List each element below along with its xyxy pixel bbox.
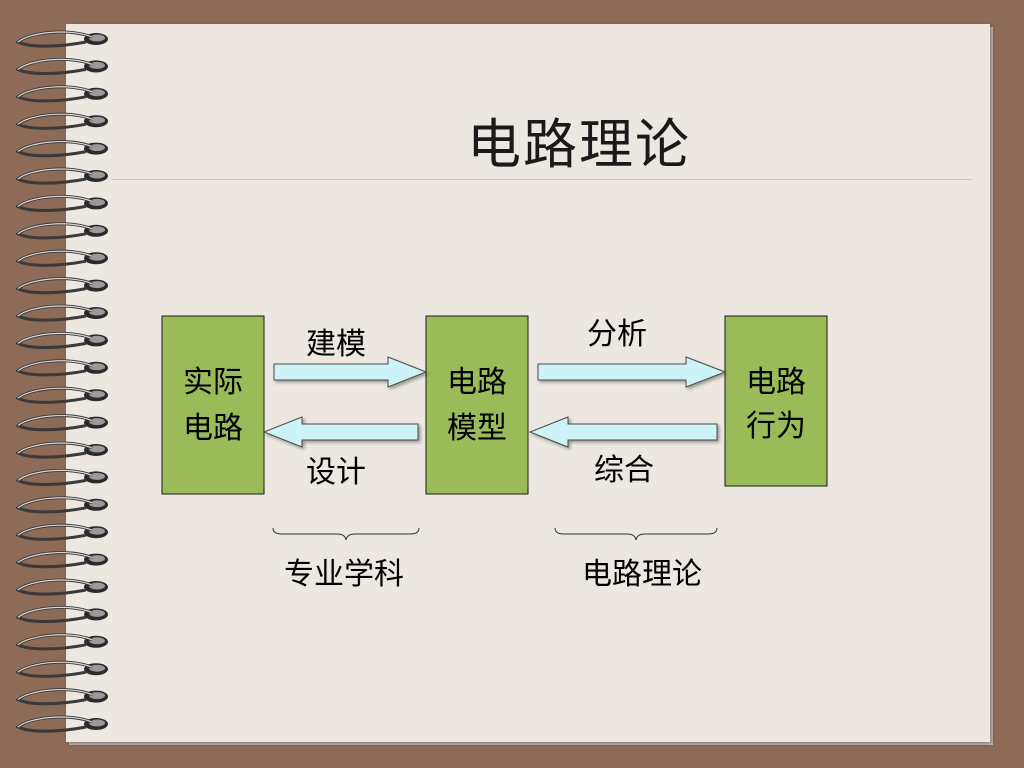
spiral-binding [15, 30, 108, 733]
arrow-analysis [537, 356, 727, 388]
spiral-ring [15, 578, 108, 596]
box-real-circuit-line2: 电路 [183, 411, 243, 446]
spiral-ring [15, 715, 108, 733]
box-real-circuit-line1: 实际 [183, 365, 243, 400]
spiral-ring [15, 523, 108, 541]
spiral-ring [15, 331, 108, 350]
spiral-ring [15, 441, 108, 459]
spiral-ring [15, 605, 108, 624]
spiral-ring [15, 249, 108, 267]
box-real-circuit: 实际 电路 [161, 315, 265, 495]
box-circuit-behavior-line1: 电路 [746, 365, 806, 400]
spiral-ring [15, 551, 108, 569]
spiral-ring [15, 57, 108, 76]
spiral-ring [15, 194, 108, 213]
brace-circuit-theory [554, 527, 718, 541]
label-design: 设计 [306, 455, 366, 490]
spiral-ring [15, 633, 108, 651]
spiral-ring [15, 277, 108, 295]
title-divider [112, 179, 972, 180]
label-analysis: 分析 [587, 317, 647, 352]
arrow-modeling [273, 356, 428, 388]
brace-professional [272, 527, 420, 541]
spiral-ring [15, 85, 108, 103]
box-circuit-model-line1: 电路 [447, 365, 507, 400]
box-circuit-behavior: 电路 行为 [724, 315, 828, 487]
arrow-synthesis [528, 416, 718, 448]
box-circuit-model: 电路 模型 [425, 315, 529, 495]
label-professional: 专业学科 [284, 557, 404, 592]
spiral-ring [15, 112, 108, 130]
box-circuit-model-line2: 模型 [447, 411, 507, 446]
spiral-ring [15, 688, 108, 706]
spiral-ring [15, 359, 108, 377]
spiral-ring [15, 30, 108, 48]
spiral-ring [15, 468, 108, 487]
spiral-ring [15, 304, 108, 322]
spiral-ring [15, 386, 108, 404]
label-modeling: 建模 [306, 327, 366, 362]
spiral-ring [15, 167, 108, 185]
label-circuit-theory: 电路理论 [582, 557, 702, 592]
spiral-ring [15, 660, 108, 678]
spiral-ring [15, 414, 108, 432]
spiral-ring [15, 222, 108, 240]
label-synthesis: 综合 [594, 453, 654, 488]
spiral-ring [15, 496, 108, 514]
box-circuit-behavior-line2: 行为 [746, 409, 806, 444]
spiral-ring [15, 140, 108, 158]
arrow-design [262, 416, 419, 448]
slide-title: 电路理论 [467, 113, 691, 176]
